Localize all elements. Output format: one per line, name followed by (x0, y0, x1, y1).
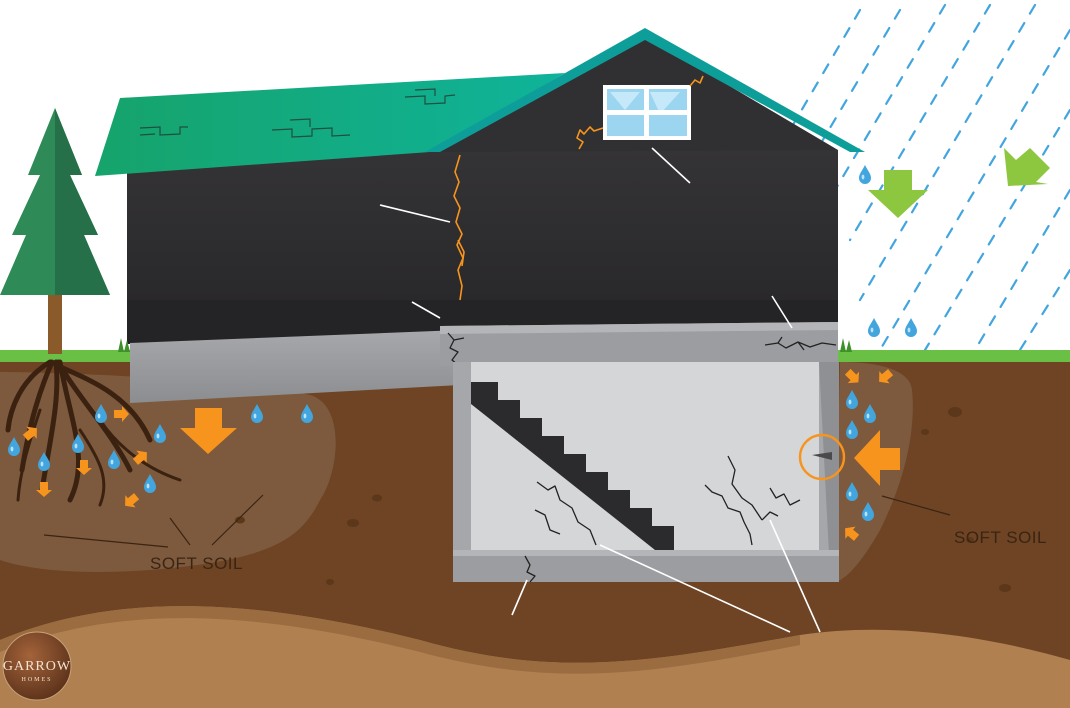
crack-beam-left (447, 332, 465, 366)
crack-wall-branch (457, 239, 465, 267)
tree-roots (5, 359, 182, 507)
garrow-logo: GARROW HOMES (2, 631, 72, 701)
window-icon (603, 85, 691, 140)
roof-shingles (139, 88, 456, 138)
basement-stairs (471, 382, 674, 550)
crack-window-right (689, 75, 704, 87)
house-wall-lower (127, 300, 838, 343)
bowing-wall-highlight (798, 433, 846, 481)
soft-soil-right-label: SOFT SOIL (954, 528, 1047, 547)
pressure-arrow-icon (854, 430, 900, 486)
rain-arrow-icon (1004, 148, 1050, 186)
foundation-beam-top (440, 322, 838, 334)
tree-icon (0, 108, 110, 354)
pressure-arrow-icon (180, 408, 237, 454)
rain-arrow-icon (868, 170, 928, 218)
soft-soil-left-label: SOFT SOIL (150, 554, 243, 573)
soft-soil-left-zone (0, 372, 336, 572)
rain-streaks (788, 3, 1070, 352)
crack-wall-vertical (453, 154, 464, 301)
callout-pointers (379, 147, 821, 633)
soft-soil-pointers (43, 494, 951, 548)
deep-soil-layer (0, 606, 1070, 708)
crack-beam-right (764, 336, 837, 351)
logo-tagline: HOMES (21, 677, 52, 683)
soil-pebbles (235, 407, 1011, 592)
deep-soil-shade (0, 606, 800, 674)
bowing-wall-crack (812, 452, 832, 460)
basement-floor-top (453, 550, 839, 556)
grass-tufts (118, 338, 852, 352)
roof-left (95, 73, 565, 176)
foundation-slab-left (130, 330, 460, 403)
logo-name: GARROW (3, 659, 71, 674)
crack-window-left (576, 126, 604, 150)
basement-cracks (524, 455, 801, 583)
basement-wall-left (453, 362, 471, 554)
